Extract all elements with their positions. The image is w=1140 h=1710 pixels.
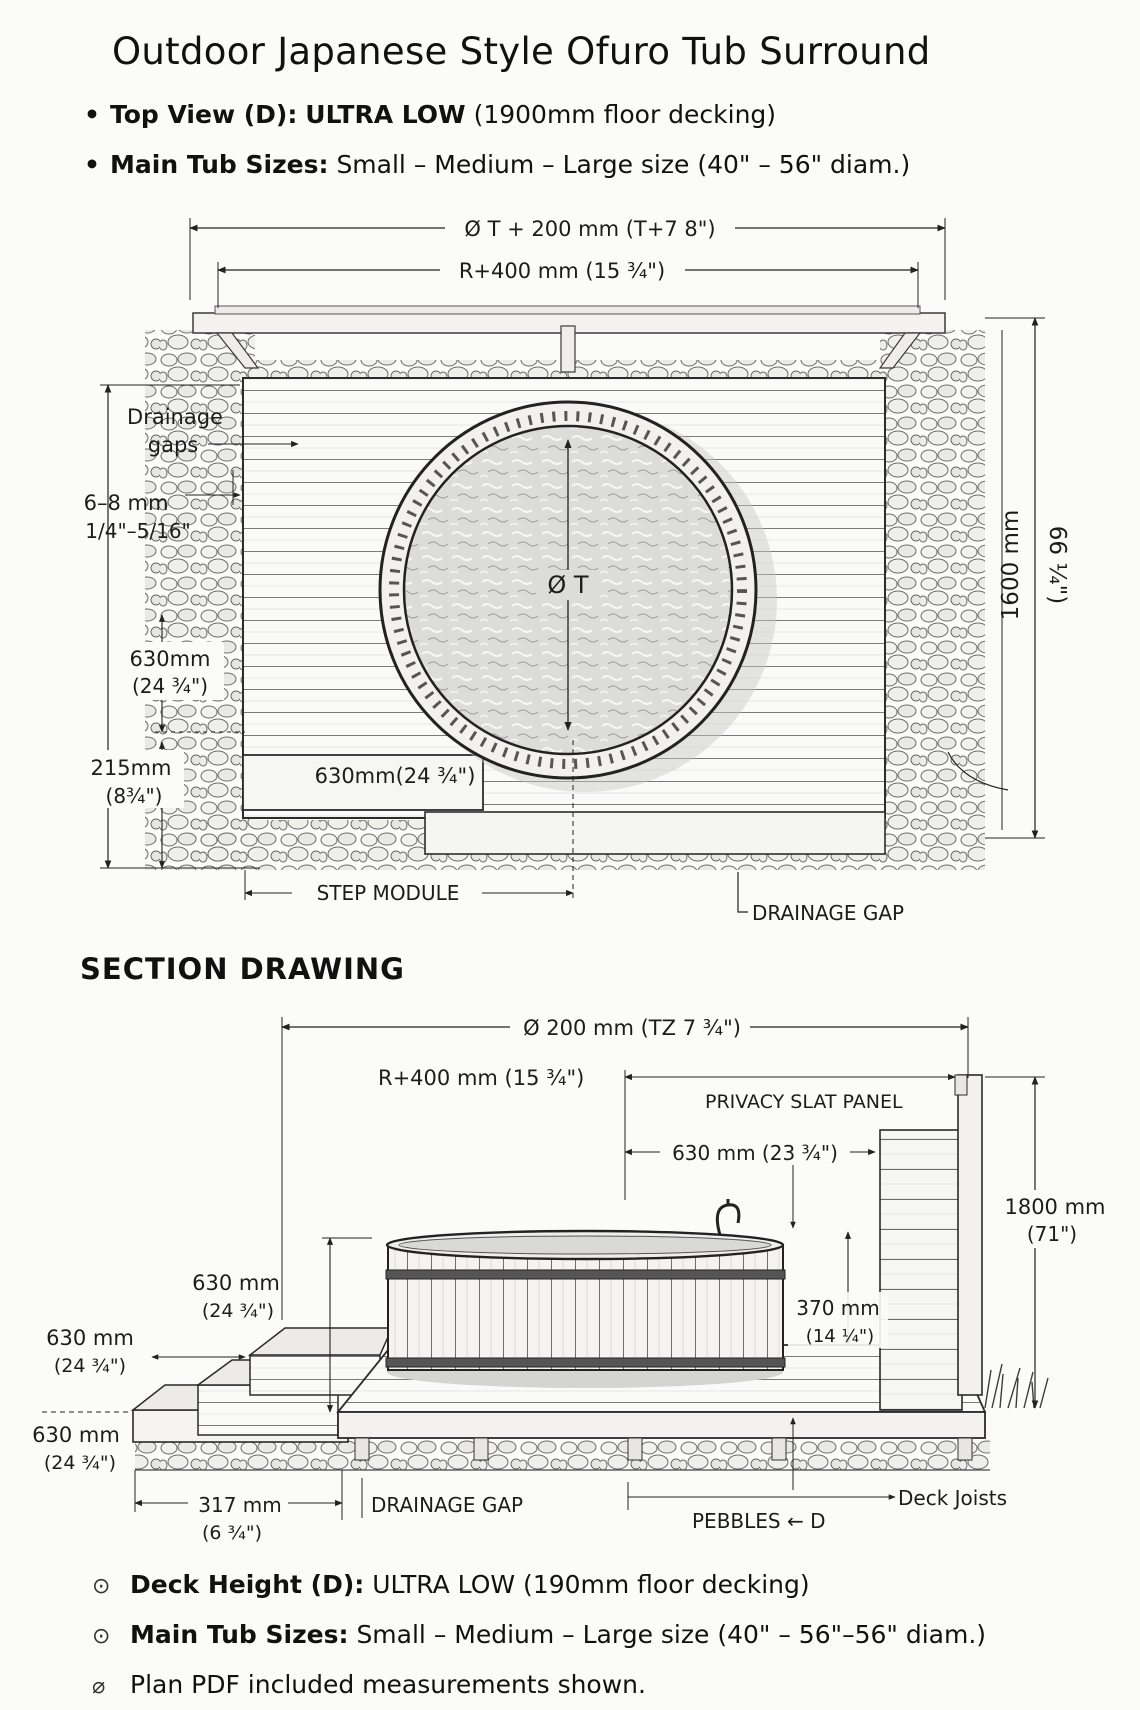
footer-deck-height: ⊙ Deck Height (D): ULTRA LOW (190mm floor… [92,1570,810,1599]
top-view-drawing: Ø T Ø T + 200 mm (T+7 8") R+400 mm (15 ¾… [80,214,1070,925]
section-dim-370-mm: 370 mm [796,1296,880,1320]
deck-joist [771,1437,787,1461]
footer-text: Small – Medium – Large size (40" – 56"–5… [356,1620,987,1649]
footer-tub-sizes: ⊙ Main Tub Sizes: Small – Medium – Large … [92,1620,986,1649]
bullet-tub-sizes: • Main Tub Sizes: Small – Medium – Large … [84,150,910,179]
deck-fascia [337,1411,986,1439]
section-dim-317-in: (6 ¾") [202,1522,262,1544]
top-beam-rail [214,305,921,315]
footer-label: Main Tub Sizes: [130,1620,349,1649]
footer-text: Plan PDF included measurements shown. [130,1670,646,1699]
dim-overall-label: Ø T + 200 mm (T+7 8") [464,217,715,241]
panel-height-in: (71") [1027,1222,1077,1246]
bullet-dot-icon: • [84,150,100,179]
check-circle-icon: ⊙ [92,1624,111,1649]
dim-label-bg [292,878,482,906]
section-dim-radius-label: R+400 mm (15 ¾") [378,1066,584,1090]
dim-215-in: (8¾") [106,784,163,808]
dim-label-bg [440,256,685,284]
height-mm-label: 1600 mm [998,510,1024,621]
beam-brace-left [215,332,260,369]
bullet-text: Small – Medium – Large size (40" – 56" d… [336,150,911,179]
section-dim-630-b-in: (24 ¾") [54,1355,126,1377]
drainage-gaps-line1: Drainage [127,405,223,429]
gap-size-in: 1/4"–5/16" [85,519,191,543]
deck-joist [473,1437,489,1461]
height-in-label: 66 ¼") [1044,526,1070,604]
section-drawing: Ø 200 mm (TZ 7 ¾") R+400 mm (15 ¾") PRIV… [32,1012,1110,1544]
tub-label-bg [536,570,600,600]
section-dim-630-a-in: (24 ¾") [202,1300,274,1322]
deck-joist [354,1437,370,1461]
privacy-slat-panel [879,1129,963,1411]
tub-opening [398,1235,772,1255]
drainage-gaps-line2: gaps [148,433,198,457]
dim-label-bg [188,1490,288,1516]
dim-label-bg [660,1139,850,1165]
dim-630-mm: 630mm [130,647,211,671]
dim-radius-label: R+400 mm (15 ¾") [459,259,665,283]
gap-size-mm: 6–8 mm [84,491,169,515]
section-pebbles [135,1438,990,1470]
step-upper-top [247,1327,394,1356]
panel-height-mm: 1800 mm [1004,1195,1105,1219]
grass-tufts [984,1363,1049,1409]
tub-label: Ø T [547,571,589,599]
dim-label-bg [112,642,224,700]
deck-joists-label: Deck Joists [898,1486,1007,1510]
footer-pdf-note: ⌀ Plan PDF included measurements shown. [92,1670,646,1699]
bullet-text: (1900mm floor decking) [473,100,777,129]
bullet-top-view: • Top View (D): ULTRA LOW (1900mm floor d… [84,100,776,129]
section-dim-370-in: (14 ¼") [806,1326,874,1347]
bullet-label: Top View (D): [110,100,298,129]
drainage-gap-label: DRAINAGE GAP [752,901,904,925]
tub-hoop-lower [385,1357,786,1368]
dim-label-bg [445,214,735,242]
footer-text: ULTRA LOW (190mm floor decking) [372,1570,810,1599]
section-dim-317-mm: 317 mm [198,1493,282,1517]
beam-brace-right [878,332,922,369]
privacy-panel-label: PRIVACY SLAT PANEL [705,1091,903,1113]
tub-hoop-upper [385,1269,786,1280]
bullet-strong: ULTRA LOW [305,100,466,129]
dim-label-bg [80,750,184,808]
tub-rim-staves [389,411,747,769]
pdf-icon: ⌀ [92,1674,106,1699]
section-dim-630-a-mm: 630 mm [192,1271,280,1295]
privacy-panel-post [957,1074,983,1396]
footer-label: Deck Height (D): [130,1570,365,1599]
deck-joist [957,1437,973,1461]
tub-body [387,1244,784,1371]
pebbles-label: PEBBLES ← D [692,1509,826,1533]
section-dim-630-b-mm: 630 mm [46,1326,134,1350]
step-module [242,754,484,811]
dim-label-bg [365,1490,620,1516]
section-dim-630-top-label: 630 mm (23 ¾") [672,1141,838,1165]
bullet-label: Main Tub Sizes: [110,150,329,179]
deck-joist [627,1437,643,1461]
dim-label-bg [510,1012,750,1040]
bullet-dot-icon: • [84,100,100,129]
dim-215-mm: 215mm [91,756,172,780]
drainage-gap-leader [737,872,748,913]
step-width-label: 630mm(24 ¾") [315,764,476,788]
page-title: Outdoor Japanese Style Ofuro Tub Surroun… [112,30,931,73]
step-module-label: STEP MODULE [317,881,460,905]
beam-post-center [560,325,576,373]
dim-630-in: (24 ¾") [132,674,208,698]
pebble-bed-right [880,330,985,870]
dim-label-bg [995,1190,1110,1248]
right-leader [947,751,1009,791]
front-deck-board [424,811,886,855]
check-circle-icon: ⊙ [92,1574,111,1599]
section-heading: SECTION DRAWING [80,952,405,986]
faucet-icon [715,1199,741,1236]
dim-label-bg [788,1292,888,1348]
section-dim-630-c-mm: 630 mm [32,1423,120,1447]
privacy-panel-cap [954,1074,968,1096]
section-dim-630-c-in: (24 ¾") [44,1452,116,1474]
section-drainage-gap-label: DRAINAGE GAP [371,1493,523,1517]
section-dim-overall-label: Ø 200 mm (TZ 7 ¾") [523,1016,741,1040]
